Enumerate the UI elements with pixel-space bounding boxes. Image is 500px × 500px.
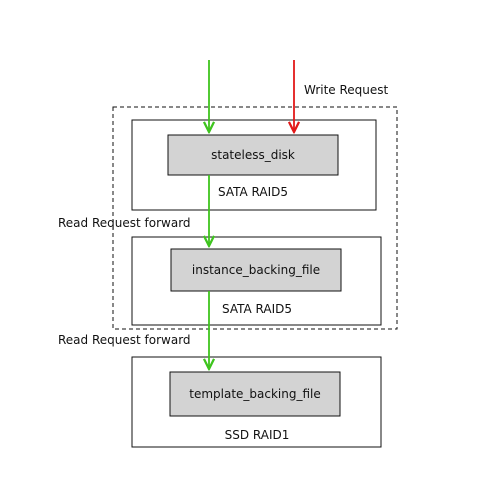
node-label-stateless-disk: stateless_disk <box>211 148 295 162</box>
node-label-instance-backing-file: instance_backing_file <box>192 263 320 277</box>
read-request-forward-label-2: Read Request forward <box>58 333 191 347</box>
node-label-template-backing-file: template_backing_file <box>189 387 321 401</box>
dashed-group-border <box>112 106 398 330</box>
storage-label-template: SSD RAID1 <box>225 428 290 442</box>
node-box-instance-backing-file <box>170 248 342 292</box>
storage-label-stateless: SATA RAID5 <box>218 185 288 199</box>
read-request-forward-label-1: Read Request forward <box>58 216 191 230</box>
storage-label-instance: SATA RAID5 <box>222 302 292 316</box>
node-box-template-backing-file <box>169 371 341 417</box>
write-request-label: Write Request <box>304 83 389 97</box>
node-box-stateless-disk <box>167 134 339 176</box>
